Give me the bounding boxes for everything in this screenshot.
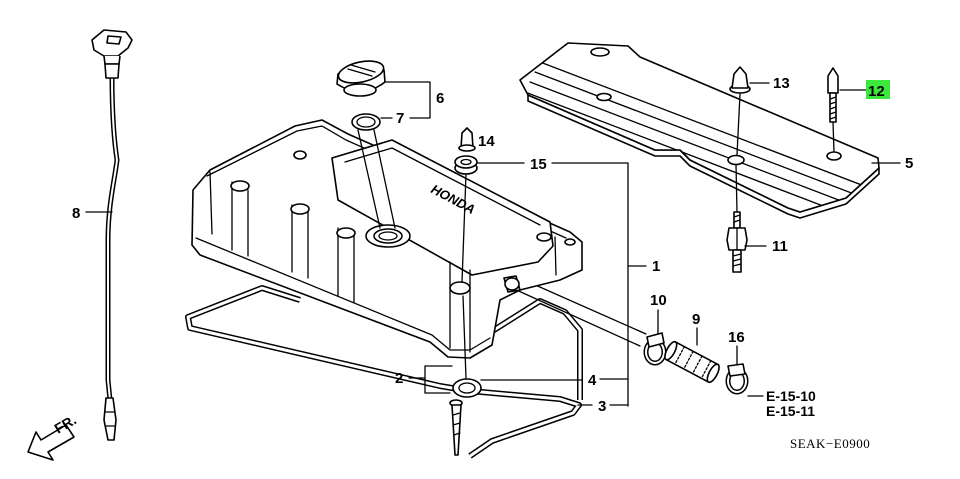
assembly-line (461, 173, 467, 283)
callout-14[interactable]: 14 (478, 133, 495, 150)
callout-16[interactable]: 16 (728, 329, 745, 346)
mount-hole (727, 154, 745, 166)
breather-hose (664, 340, 720, 384)
mount-hole (596, 92, 612, 102)
cap-nut (729, 66, 751, 94)
bolt-boss (336, 227, 356, 239)
callout-7[interactable]: 7 (396, 110, 404, 127)
callout-8[interactable]: 8 (72, 205, 80, 222)
stud-bolt-upper (827, 67, 839, 123)
oil-filler-hole (365, 224, 411, 248)
assembly-line (462, 295, 467, 379)
callout-11[interactable]: 11 (772, 238, 788, 255)
engine-top-cover (519, 42, 880, 219)
hose-clamp-right (725, 363, 749, 395)
bolt-boss (230, 180, 250, 192)
breather-nipple (503, 275, 521, 293)
seal-washer (452, 378, 482, 398)
callout-13[interactable]: 13 (773, 75, 790, 92)
mount-hole (590, 47, 610, 57)
callout-1[interactable]: 1 (652, 258, 660, 275)
callout-5[interactable]: 5 (905, 155, 913, 172)
cover-bolt (458, 127, 476, 152)
callout-9[interactable]: 9 (692, 311, 700, 328)
callout-15[interactable]: 15 (530, 156, 547, 173)
reference-link[interactable]: E-15-10 (766, 388, 816, 404)
front-direction-marker: FR. (27, 411, 79, 461)
bolt-boss (293, 150, 307, 160)
callout-4[interactable]: 4 (588, 372, 597, 389)
stud-bolt-lower (726, 211, 748, 273)
assembly-line (832, 121, 835, 153)
filler-cap-o-ring (351, 113, 381, 131)
callout-12-highlight (866, 80, 890, 99)
callout-2[interactable]: 2 (395, 370, 403, 387)
assembly-line (736, 93, 741, 156)
bolt-boss (536, 232, 552, 242)
cover-grommet (454, 155, 478, 175)
callout-6[interactable]: 6 (436, 90, 444, 107)
bolt-boss (449, 281, 471, 295)
oil-filler-cap (336, 60, 386, 97)
reference-link[interactable]: E-15-11 (766, 403, 815, 419)
cylinder-head-cover: HONDA (191, 119, 583, 359)
plug-bolt (449, 399, 463, 456)
dipstick (91, 29, 133, 441)
callout-10[interactable]: 10 (650, 292, 667, 309)
assembly-line (357, 129, 396, 229)
hose-clamp-left (643, 332, 667, 366)
callout-12[interactable]: 12 (868, 83, 885, 100)
mount-hole (826, 151, 842, 161)
bolt-boss (290, 203, 310, 215)
leader-lines (85, 81, 901, 407)
arrow-down-left-icon (27, 424, 75, 461)
diagram-code: SEAK−E0900 (790, 436, 870, 451)
bolt-boss (564, 238, 576, 246)
assembly-line (735, 164, 738, 213)
callout-3[interactable]: 3 (598, 398, 606, 415)
